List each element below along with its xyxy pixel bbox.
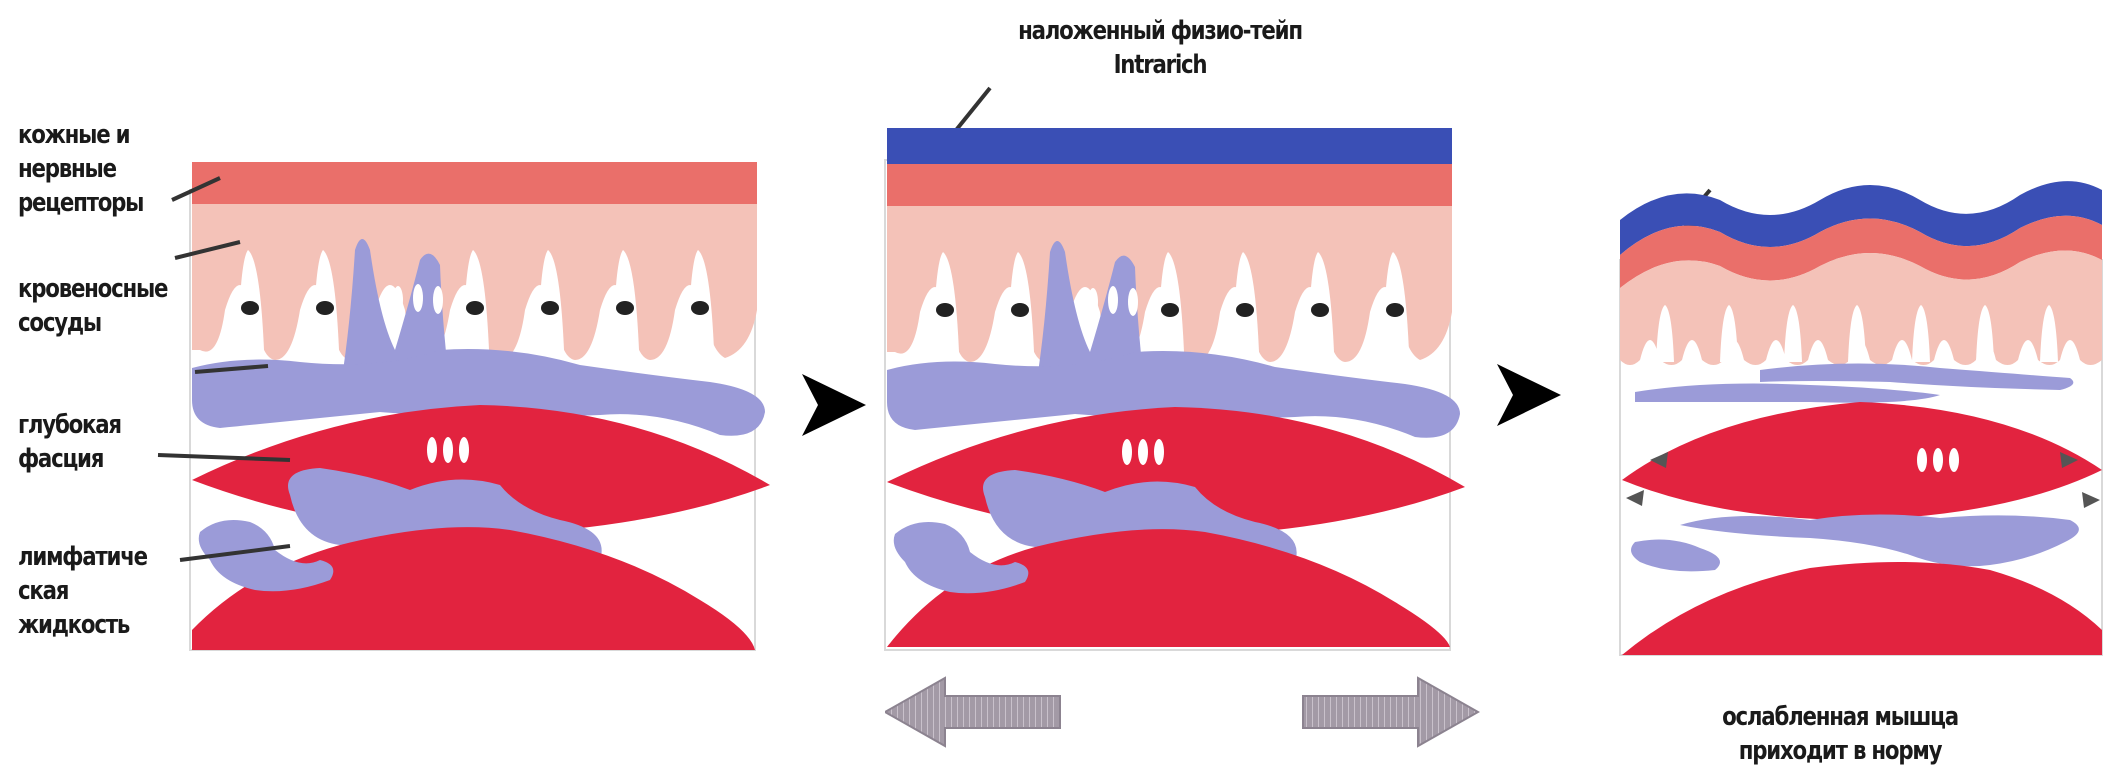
panel-with-tape [875, 120, 1475, 660]
panel-after [1610, 170, 2106, 660]
pointer-triangle-icon [800, 370, 870, 440]
left-arrow-icon [885, 672, 1065, 752]
pointer-triangle-icon [1495, 360, 1565, 430]
epidermis [887, 164, 1452, 206]
tape-layer [887, 128, 1452, 164]
right-arrow-icon [1300, 672, 1480, 752]
